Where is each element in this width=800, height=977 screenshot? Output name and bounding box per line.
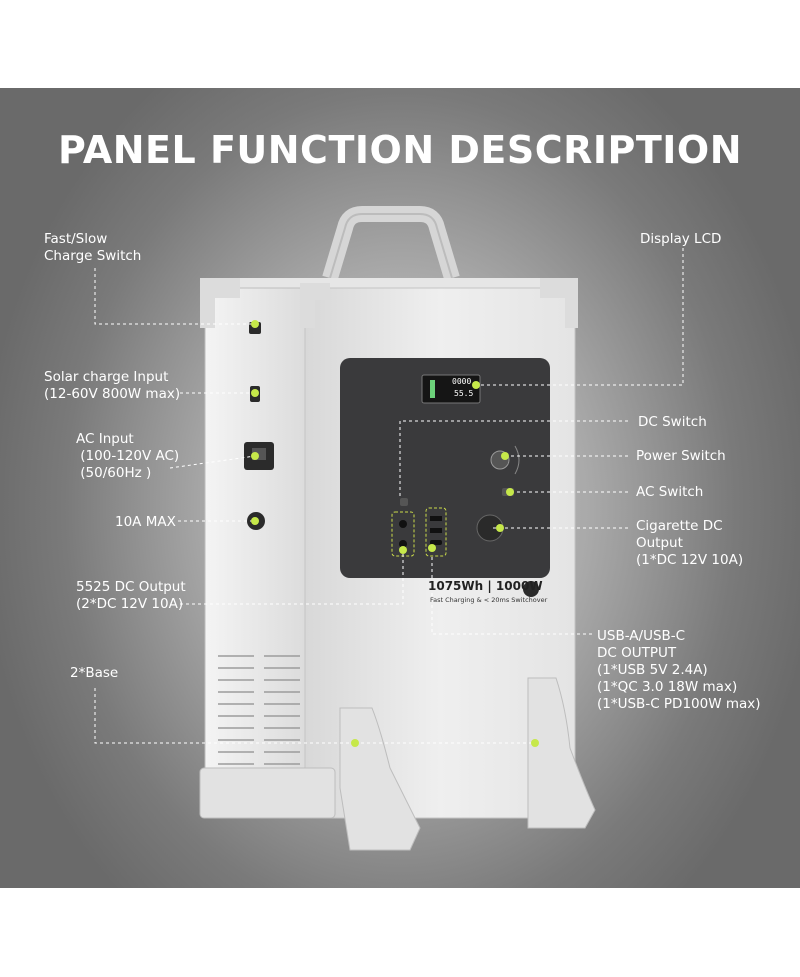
power-station-illustration: [94, 206, 684, 851]
page-title: PANEL FUNCTION DESCRIPTION: [57, 128, 743, 172]
capacity-text: 1075Wh | 1000W: [428, 579, 543, 593]
display-lcd: [421, 374, 481, 404]
label-power-switch: Power Switch: [636, 448, 726, 464]
label-5525-dc-output: 5525 DC Output (2*DC 12V 10A): [76, 579, 186, 612]
label-solar-input: Solar charge Input (12-60V 800W max): [44, 369, 181, 402]
lcd-readout-top: 0000: [452, 377, 472, 386]
label-dc-switch: DC Switch: [638, 414, 707, 430]
lcd-readout-bottom: 55.5: [454, 389, 474, 398]
side-panel: [204, 287, 306, 819]
dc-switch: [400, 498, 408, 506]
label-base: 2*Base: [70, 665, 119, 681]
label-cigarette-dc-output: Cigarette DC Output (1*DC 12V 10A): [636, 518, 744, 568]
handle: [322, 206, 460, 281]
accent-dots: [251, 320, 539, 747]
label-ac-switch: AC Switch: [636, 484, 704, 500]
leader-lines: [94, 248, 684, 744]
label-display-lcd: Display LCD: [640, 231, 722, 247]
base-stands: [199, 677, 596, 851]
label-ten-a-max: 10A MAX: [115, 514, 176, 530]
label-ac-input: AC Input (100-120V AC) (50/60Hz ): [76, 431, 180, 481]
label-usb-dc-output: USB-A/USB-C DC OUTPUT (1*USB 5V 2.4A) (1…: [597, 628, 761, 712]
capacity-subtext: Fast Charging & < 20ms Switchover: [430, 596, 548, 604]
product-scene: PANEL FUNCTION DESCRIPTION 0000 55.5 107…: [0, 88, 800, 888]
label-fast-slow-switch: Fast/Slow Charge Switch: [44, 231, 142, 264]
